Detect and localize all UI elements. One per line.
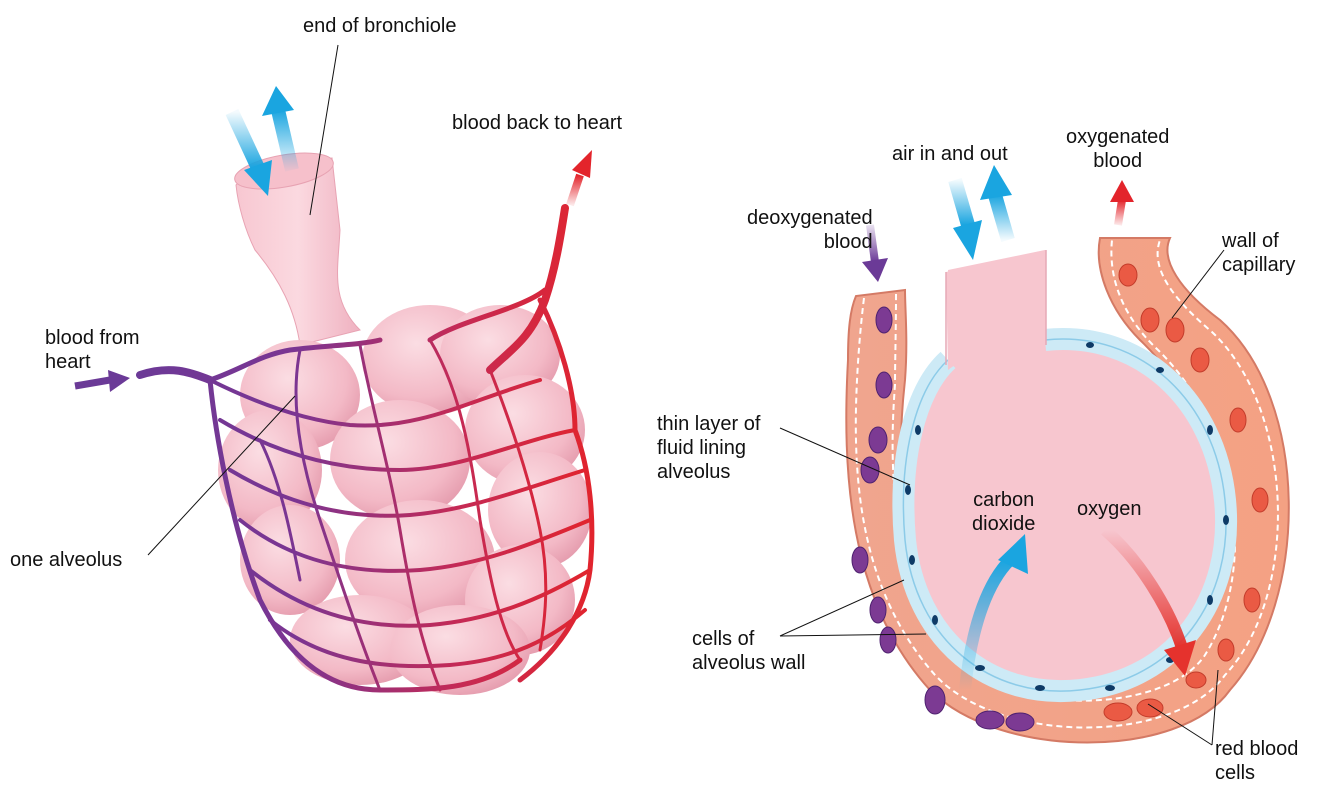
label-deoxygenated-blood: deoxygenated blood [747, 206, 873, 254]
oxygenated-arrow [1110, 180, 1134, 225]
label-oxygen: oxygen [1077, 497, 1142, 521]
air-in-out-arrows-right [953, 165, 1012, 260]
label-red-blood-cells: red blood cells [1215, 737, 1298, 785]
label-carbon-dioxide: carbon dioxide [972, 488, 1035, 536]
label-one-alveolus: one alveolus [10, 548, 122, 572]
blood-out-arrow [570, 150, 592, 205]
label-cells-of-alveolus-wall: cells of alveolus wall [692, 627, 805, 675]
label-blood-from-heart: blood from heart [45, 326, 140, 374]
label-air-in-and-out: air in and out [892, 142, 1008, 166]
label-wall-of-capillary: wall of capillary [1222, 229, 1295, 277]
single-alveolus-cross-section [846, 238, 1289, 743]
label-oxygenated-blood: oxygenated blood [1066, 125, 1169, 173]
label-fluid-lining: thin layer of fluid lining alveolus [657, 412, 760, 484]
label-blood-back-to-heart: blood back to heart [452, 111, 622, 135]
label-end-of-bronchiole: end of bronchiole [303, 14, 456, 38]
